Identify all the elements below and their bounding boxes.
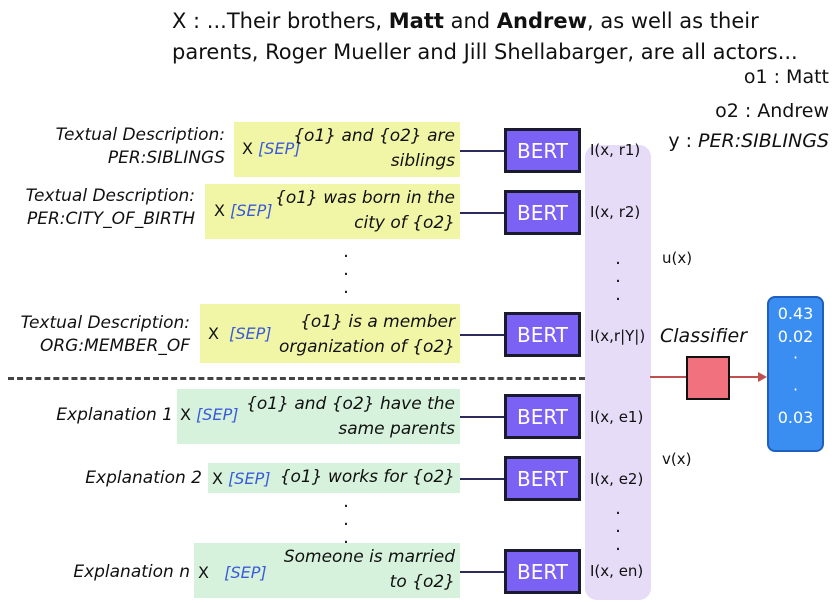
- explanation-label: Explanation 1: [56, 405, 173, 425]
- explanation-feature: I(x, en): [590, 562, 644, 580]
- connector-line: [460, 334, 504, 336]
- input-prefix: X [SEP]: [214, 201, 273, 220]
- v-label: v(x): [662, 450, 692, 468]
- connector-line: [460, 416, 504, 418]
- explanation-template: Someone is married to {o2}: [283, 547, 455, 592]
- relation-label: Textual Description: ORG:MEMBER_OF: [20, 313, 190, 356]
- output-value: 0.02: [777, 327, 814, 346]
- bert-encoder: BERT: [504, 456, 581, 501]
- bert-encoder: BERT: [504, 128, 581, 173]
- input-prefix: X [SEP]: [212, 469, 271, 488]
- ellipsis: ···: [343, 496, 349, 552]
- relation-box: [205, 184, 460, 239]
- explanation-template: {o1} and {o2} have the same parents: [246, 394, 455, 439]
- explanation-label: Explanation 2: [85, 468, 202, 488]
- relation-template: {o1} and {o2} are siblings: [293, 126, 455, 171]
- connector-line: [460, 478, 504, 480]
- ellipsis: ···: [343, 246, 349, 303]
- explanation-feature: I(x, e2): [590, 470, 644, 488]
- bert-encoder: BERT: [504, 190, 581, 235]
- arrow-head: [758, 372, 767, 382]
- bert-encoder: BERT: [504, 394, 581, 439]
- relation-box: [200, 304, 460, 363]
- entity-o2: o2 : Andrew: [715, 100, 829, 122]
- relation-template: {o1} is a member organization of {o2}: [278, 312, 455, 357]
- input-sentence: X : ...Their brothers, Matt and Andrew, …: [172, 9, 798, 64]
- output-value: 0.43: [777, 304, 814, 323]
- classifier-arrows: [650, 372, 767, 382]
- u-label: u(x): [662, 249, 693, 267]
- connector-line: [460, 150, 504, 152]
- output-vector: 0.43 0.02 ·· 0.03: [767, 296, 824, 452]
- connector-line: [460, 212, 504, 214]
- input-prefix: X [SEP]: [208, 324, 272, 343]
- ellipsis: ···: [615, 253, 621, 310]
- relation-feature: I(x, r2): [590, 203, 641, 221]
- relation-feature: I(x, r1): [590, 141, 641, 159]
- relation-feature: I(x,r|Y|): [590, 327, 646, 345]
- input-prefix: X [SEP]: [242, 139, 301, 158]
- ellipsis: ··: [792, 348, 799, 399]
- output-value: 0.03: [777, 408, 814, 427]
- explanation-feature: I(x, e1): [590, 408, 644, 426]
- classifier-box: [686, 356, 730, 400]
- bert-encoder: BERT: [504, 549, 581, 594]
- bert-encoder: BERT: [504, 312, 581, 357]
- input-prefix: X [SEP]: [198, 563, 267, 582]
- divider: [8, 377, 585, 380]
- relation-box: [234, 122, 460, 177]
- relation-label: Textual Description: PER:SIBLINGS: [55, 125, 225, 168]
- classifier-label: Classifier: [660, 325, 748, 347]
- input-prefix: X [SEP]: [180, 405, 239, 424]
- explanation-label: Explanation n: [73, 562, 190, 582]
- explanation-box: [194, 543, 460, 598]
- label-y: y : PER:SIBLINGS: [668, 130, 829, 152]
- feature-column: [585, 145, 651, 600]
- explanation-box: [177, 389, 460, 444]
- connector-line: [460, 571, 504, 573]
- relation-template: {o1} was born in the city of {o2}: [275, 188, 455, 233]
- ellipsis: ···: [615, 503, 621, 560]
- entity-o1: o1 : Matt: [743, 66, 829, 88]
- explanation-template: {o1} works for {o2}: [279, 467, 455, 487]
- relation-label: Textual Description: PER:CITY_OF_BIRTH: [25, 186, 195, 229]
- explanation-box: [208, 463, 460, 493]
